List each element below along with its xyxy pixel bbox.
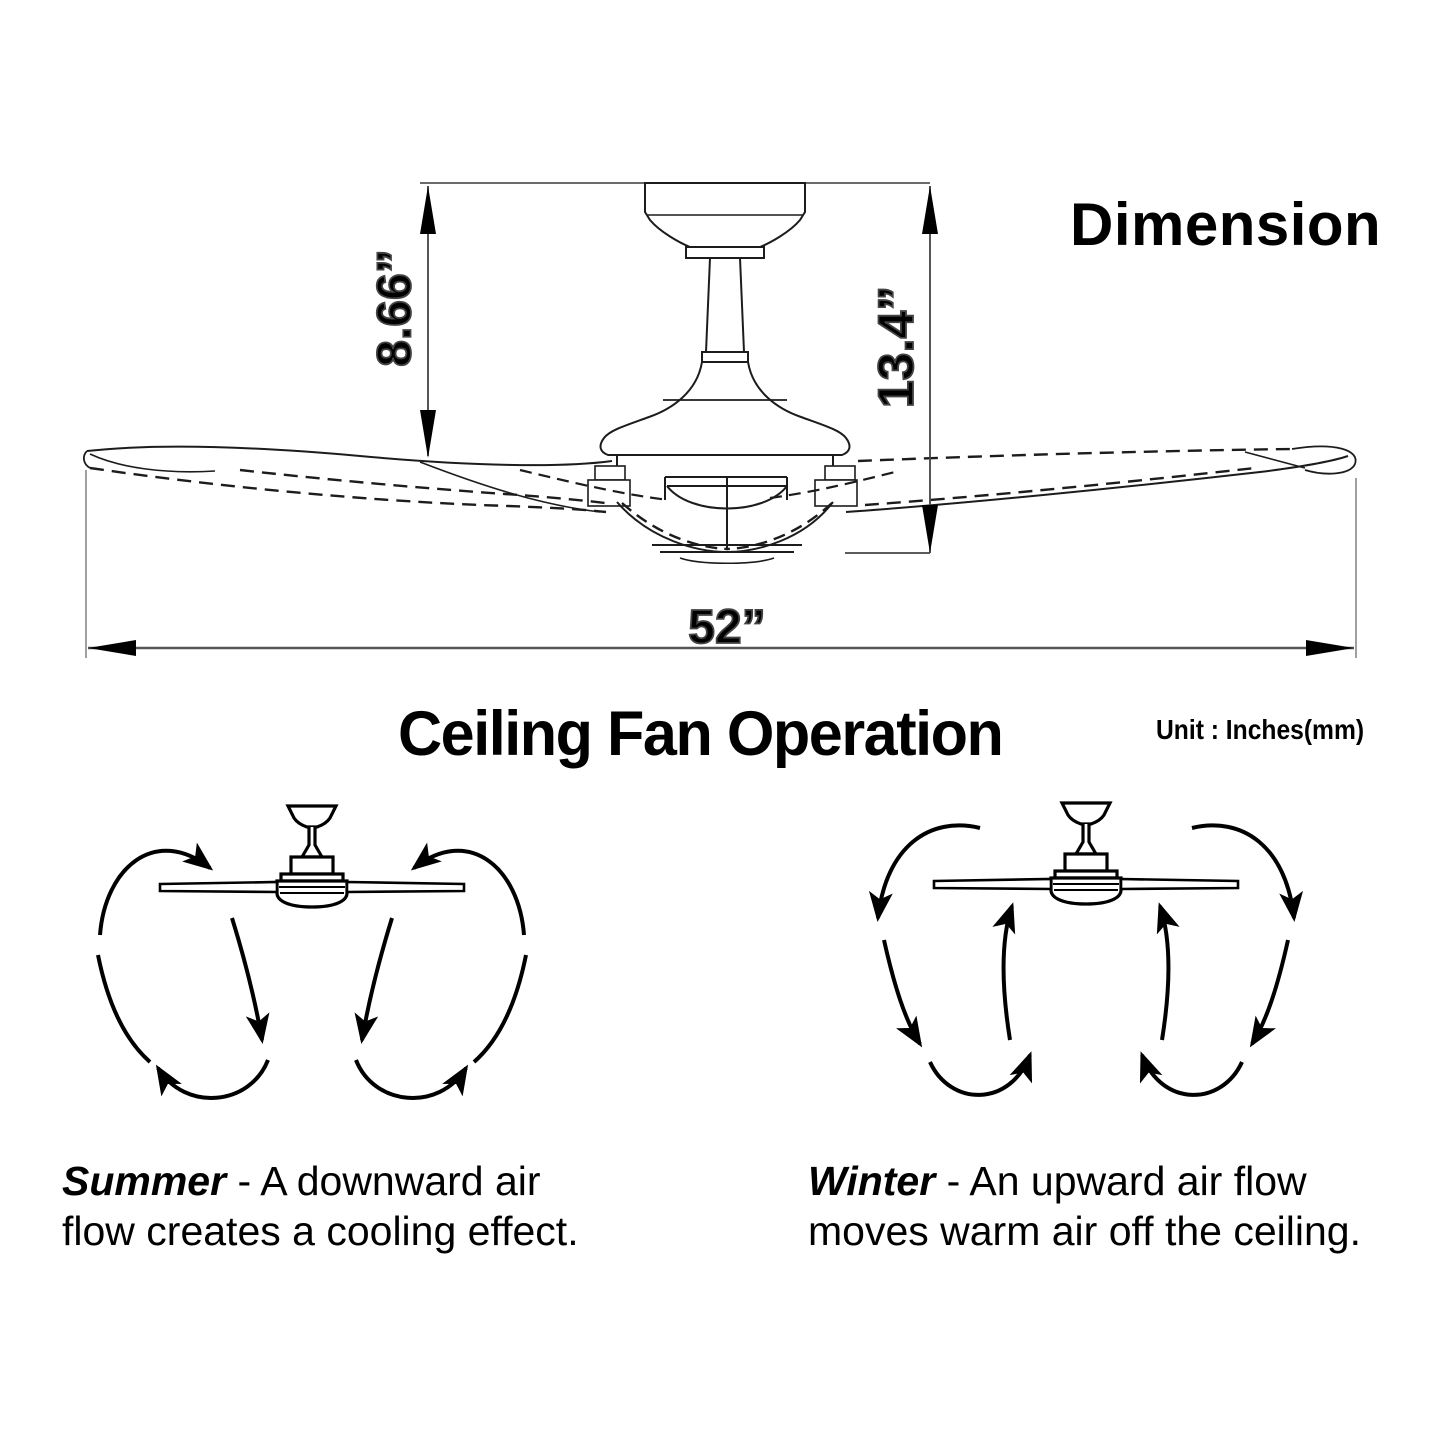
flow-arrow xyxy=(1139,1051,1244,1097)
unit-note: Unit : Inches(mm) xyxy=(1156,714,1365,745)
winter-airflow-arrows xyxy=(868,823,1304,1097)
flow-arrow xyxy=(155,1059,270,1100)
flow-arrow xyxy=(354,1059,469,1100)
fan-downrod xyxy=(705,257,745,353)
flow-arrow xyxy=(98,842,214,936)
summer-fan-icon xyxy=(158,804,466,909)
winter-fan-icon xyxy=(932,801,1240,906)
downrod-coupler xyxy=(701,351,749,363)
winter-description: - An upward air flow moves warm air off … xyxy=(808,1158,1361,1255)
dimension-lines: 8.66” 13.4” 52” xyxy=(85,186,1357,658)
summer-term: Summer xyxy=(62,1158,227,1204)
canopy-flange xyxy=(685,246,765,259)
left-blade xyxy=(83,445,669,514)
flow-arrow xyxy=(1191,823,1304,922)
dim-label-866: 8.66” xyxy=(369,249,422,366)
winter-caption: Winter - An upward air flow moves warm a… xyxy=(808,1156,1428,1256)
flow-arrow xyxy=(410,842,526,936)
motor-bell xyxy=(599,361,851,456)
summer-airflow-arrows xyxy=(96,842,528,1100)
dim-label-52: 52” xyxy=(688,601,765,654)
flow-arrow xyxy=(1249,939,1290,1048)
flow-arrow xyxy=(354,917,394,1044)
dimension-section-title: Dimension xyxy=(1070,191,1382,258)
flow-line xyxy=(96,954,152,1064)
flow-arrow xyxy=(230,917,270,1044)
operation-section-heading: Ceiling Fan Operation xyxy=(398,699,1004,769)
flow-arrow xyxy=(928,1051,1033,1097)
flow-arrow xyxy=(882,939,923,1048)
flow-arrow xyxy=(1156,902,1180,1041)
fan-hub xyxy=(587,455,858,565)
right-blade xyxy=(769,445,1357,513)
dim-label-134: 13.4” xyxy=(868,286,924,408)
summer-description: - A downward air flow creates a cooling … xyxy=(62,1158,579,1255)
winter-term: Winter xyxy=(808,1158,936,1204)
summer-airflow-diagram xyxy=(96,804,528,1100)
flow-arrow xyxy=(992,902,1016,1041)
flow-line xyxy=(472,954,528,1064)
flow-arrow xyxy=(868,823,981,922)
summer-caption: Summer - A downward air flow creates a c… xyxy=(62,1156,612,1256)
fan-side-view-drawing xyxy=(83,182,1357,565)
winter-airflow-diagram xyxy=(868,801,1304,1097)
